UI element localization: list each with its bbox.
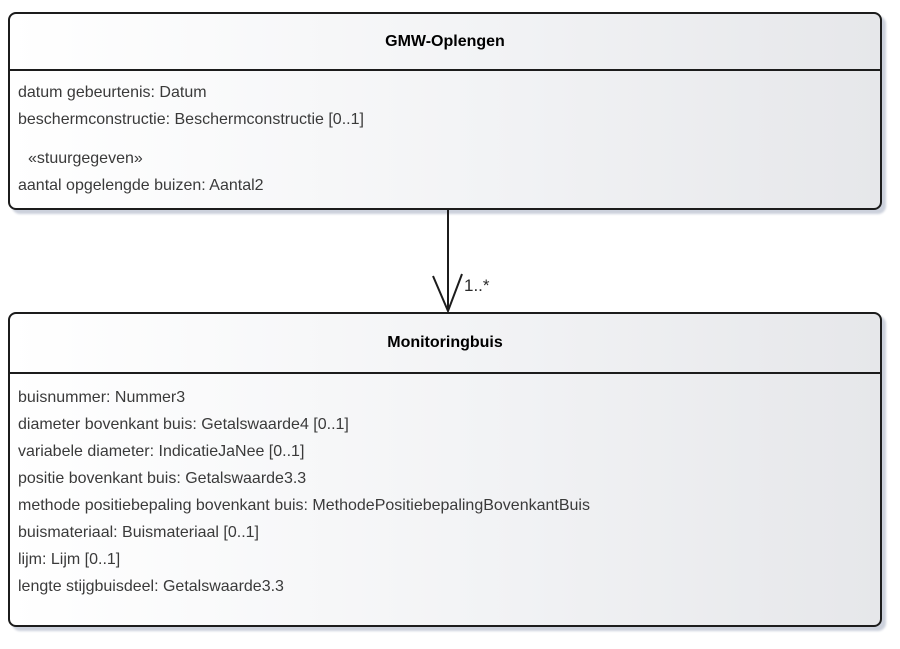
class-header: GMW-Oplengen <box>10 14 880 71</box>
attribute-line: methode positiebepaling bovenkant buis: … <box>18 497 590 514</box>
stereotype-label: «stuurgegeven» <box>28 150 143 167</box>
attribute-line: variabele diameter: IndicatieJaNee [0..1… <box>18 443 305 460</box>
class-header: Monitoringbuis <box>10 314 880 374</box>
attribute-line: lijm: Lijm [0..1] <box>18 551 121 568</box>
stereotype-group: «stuurgegeven» aantal opgelengde buizen:… <box>18 145 872 199</box>
class-attributes-compartment: datum gebeurtenis: Datum beschermconstru… <box>10 71 880 199</box>
attribute-line: diameter bovenkant buis: Getalswaarde4 [… <box>18 416 349 433</box>
attribute-line: datum gebeurtenis: Datum <box>18 84 207 101</box>
attribute-line: positie bovenkant buis: Getalswaarde3.3 <box>18 470 307 487</box>
class-box-monitoringbuis: Monitoringbuis buisnummer: Nummer3 diame… <box>8 312 882 627</box>
attribute-line: aantal opgelengde buizen: Aantal2 <box>18 177 264 194</box>
multiplicity-label: 1..* <box>464 276 490 295</box>
class-title: Monitoringbuis <box>387 334 503 351</box>
association-arrow <box>432 209 463 313</box>
class-attributes-compartment: buisnummer: Nummer3 diameter bovenkant b… <box>10 374 880 600</box>
attribute-line: buisnummer: Nummer3 <box>18 389 186 406</box>
class-box-gmw-oplengen: GMW-Oplengen datum gebeurtenis: Datum be… <box>8 12 882 210</box>
attribute-line: lengte stijgbuisdeel: Getalswaarde3.3 <box>18 578 284 595</box>
attribute-line: beschermconstructie: Beschermconstructie… <box>18 111 364 128</box>
attribute-line: buismateriaal: Buismateriaal [0..1] <box>18 524 259 541</box>
class-title: GMW-Oplengen <box>385 32 505 50</box>
